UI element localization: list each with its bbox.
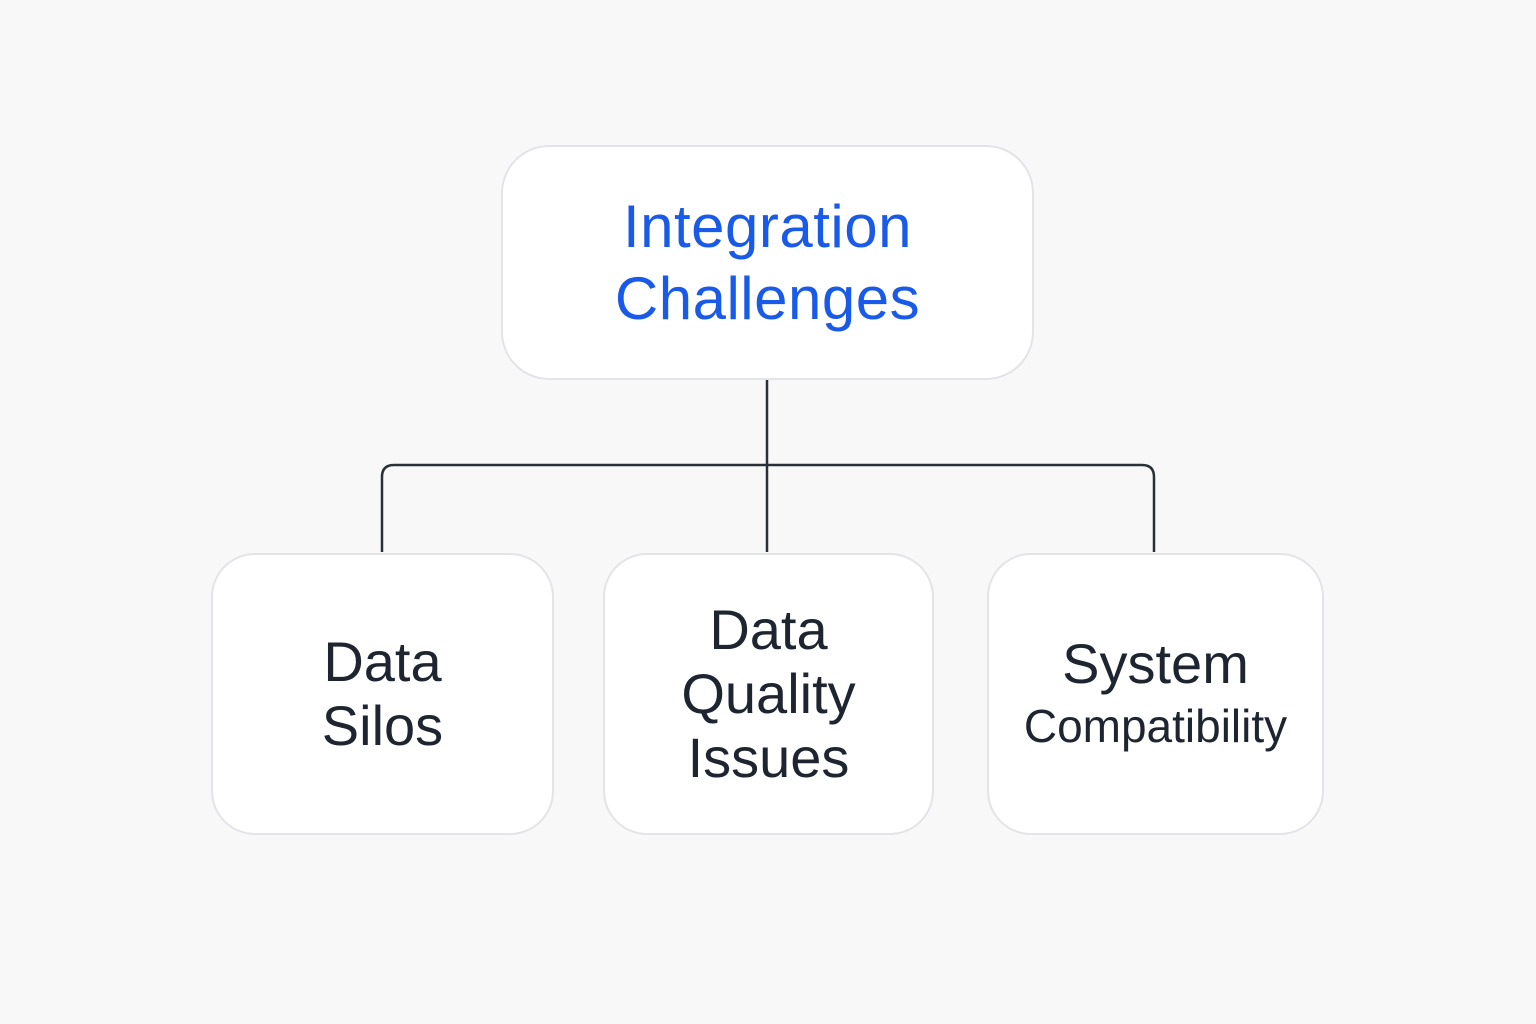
child-node-label: System Compatibility	[1024, 632, 1287, 756]
child-node-label: Data Quality Issues	[681, 598, 855, 790]
child-node-data-silos: Data Silos	[211, 553, 554, 835]
root-label-line-2: Challenges	[614, 264, 921, 332]
child-label-line: Issues	[687, 726, 850, 789]
child-label-line: Quality	[681, 662, 856, 725]
root-node: Integration Challenges	[501, 145, 1034, 380]
child-label-line: System	[1062, 632, 1249, 695]
child-node-label: Data Silos	[322, 630, 443, 758]
child-label-line: Compatibility	[1023, 700, 1288, 752]
child-label-line: Data	[709, 598, 828, 661]
connector-crossbar	[380, 463, 1156, 552]
child-label-line: Data	[323, 630, 442, 693]
root-label-line-1: Integration	[622, 192, 913, 260]
child-node-data-quality-issues: Data Quality Issues	[603, 553, 934, 835]
child-node-system-compatibility: System Compatibility	[987, 553, 1324, 835]
root-node-label: Integration Challenges	[615, 191, 920, 335]
child-label-line: Silos	[321, 694, 444, 757]
